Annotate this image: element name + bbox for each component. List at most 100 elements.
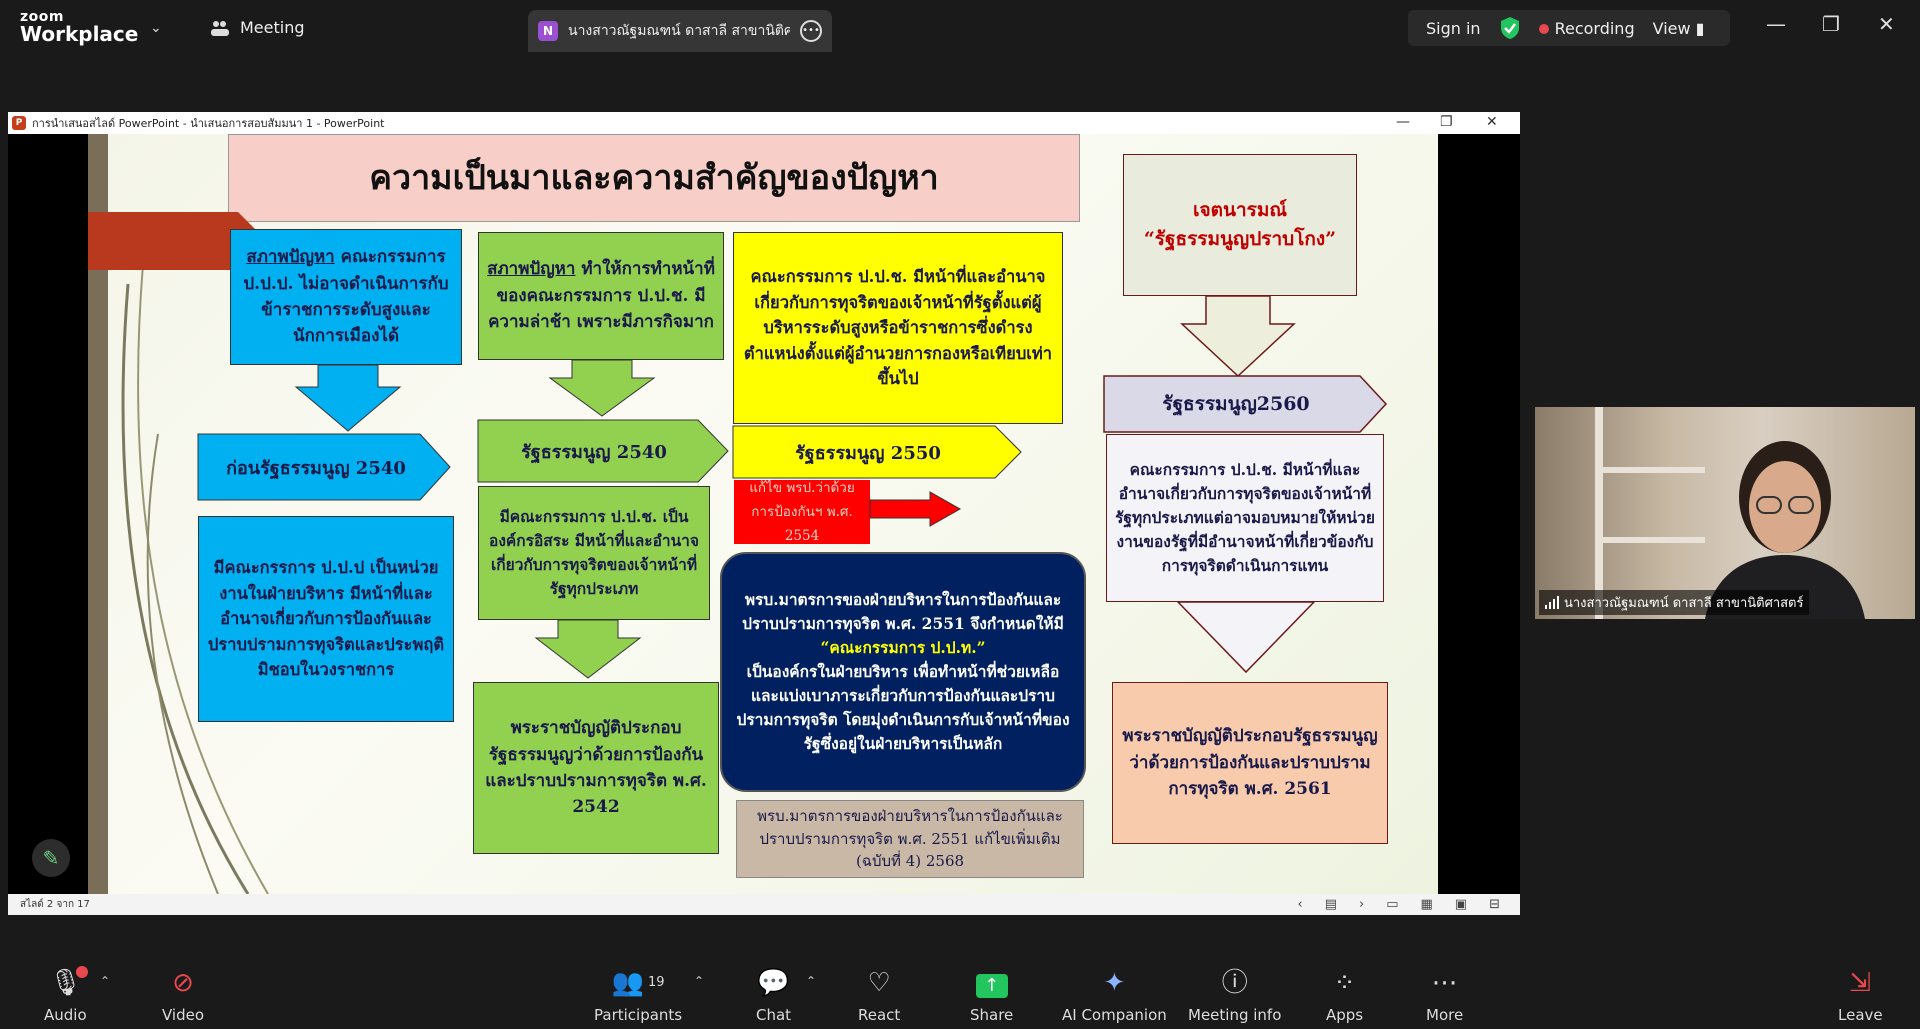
participant-video[interactable]: นางสาวณัฐมณฑน์ ดาสาลี สาขานิติศาสตร์ (1535, 407, 1915, 619)
apps-button[interactable]: ⁘ Apps (1326, 968, 1363, 1024)
video-label: Video (162, 1006, 205, 1024)
pen-icon[interactable]: ✎ (32, 839, 70, 877)
col2-desc: มีคณะกรรมการ ป.ป.ช. เป็นองค์กรอิสระ มีหน… (478, 486, 710, 620)
ppt-restore-icon[interactable]: ❐ (1440, 114, 1453, 130)
col3-bottom: พรบ.มาตรการของฝ่ายบริหารในการป้องกันและป… (736, 800, 1084, 878)
microphone-icon: 🎙 (49, 966, 88, 998)
slide-sorter-icon[interactable]: ▦ (1420, 897, 1433, 912)
col4-desc: คณะกรรมการ ป.ป.ช. มีหน้าที่และอำนาจเกี่ย… (1106, 434, 1384, 602)
participants-options-caret-icon[interactable]: ⌃ (694, 974, 705, 988)
audio-label: Audio (44, 1006, 87, 1024)
col1-down-arrow (294, 364, 402, 432)
minimize-icon[interactable]: — (1766, 12, 1786, 36)
normal-view-icon[interactable]: ▭ (1386, 897, 1399, 912)
leave-icon: ⇲ (1849, 968, 1872, 998)
participants-button[interactable]: 👥19 Participants (594, 968, 682, 1024)
audio-button[interactable]: 🎙 Audio (44, 966, 88, 1024)
col1-label-shape (197, 433, 451, 501)
view-button[interactable]: View ▮ (1653, 19, 1705, 38)
more-button[interactable]: ⋯ More (1426, 968, 1463, 1024)
more-label: More (1426, 1006, 1464, 1024)
share-name: นางสาวณัฐมณฑน์ ดาสาลี สาขานิติศาส (568, 23, 790, 39)
col2-label: รัฐธรรมนูญ 2540 (521, 441, 667, 463)
col4-intent-line-1: เจตนารมณ์ (1193, 198, 1287, 221)
powerpoint-window: P การนำเสนอสไลด์ PowerPoint - นำเสนอการส… (8, 112, 1520, 915)
slideshow-icon[interactable]: ⊟ (1489, 897, 1500, 912)
apps-icon: ⁘ (1333, 968, 1356, 998)
ppt-minimize-icon[interactable]: — (1396, 114, 1410, 130)
apps-label: Apps (1326, 1006, 1364, 1024)
chat-options-caret-icon[interactable]: ⌃ (806, 974, 817, 988)
slide-menu-icon[interactable]: ▤ (1324, 897, 1337, 912)
logo-bottom: Workplace (20, 22, 139, 46)
col3-label: รัฐธรรมนูญ 2550 (795, 442, 941, 464)
prev-slide-icon[interactable]: ‹ (1297, 897, 1303, 912)
col3-top: คณะกรรมการ ป.ป.ช. มีหน้าที่และอำนาจเกี่ย… (733, 232, 1063, 424)
col1-problem-box: สภาพปัญหา คณะกรรมการ ป.ป.ป. ไม่อาจดำเนิน… (230, 229, 462, 365)
chevron-down-icon[interactable]: ⌄ (150, 20, 162, 36)
react-button[interactable]: ♡ React (858, 968, 900, 1024)
shield-check-icon (1500, 17, 1519, 39)
red-arrow-decor (88, 212, 268, 270)
heart-icon: ♡ (867, 968, 891, 998)
share-tab[interactable]: N นางสาวณัฐมณฑน์ ดาสาลี สาขานิติศาส ••• (528, 10, 832, 52)
meeting-label: Meeting (240, 18, 305, 37)
info-icon: ⓘ (1221, 968, 1248, 998)
more-icon: ⋯ (1431, 968, 1458, 998)
leave-button[interactable]: ⇲ Leave (1838, 968, 1883, 1024)
chat-button[interactable]: 💬 Chat (756, 968, 791, 1024)
meeting-info-button[interactable]: ⓘ Meeting info (1188, 968, 1281, 1024)
close-icon[interactable]: ✕ (1878, 12, 1895, 36)
recording-label: Recording (1554, 18, 1635, 38)
audio-options-caret-icon[interactable]: ⌃ (100, 974, 111, 988)
col4-intent: เจตนารมณ์ “รัฐธรรมนูญปราบโกง” (1123, 154, 1357, 296)
col3-label-shape (732, 425, 1022, 479)
col3-navy-text-2: “คณะกรรมการ ป.ป.ท.” (820, 637, 986, 657)
recording-indicator[interactable]: Recording (1538, 18, 1635, 38)
restore-icon[interactable]: ❐ (1822, 12, 1840, 36)
col2-problem-box: สภาพปัญหา ทำให้การทำหน้าที่ของคณะกรรมการ… (478, 232, 724, 360)
top-right-group: Sign in Recording View ▮ (1408, 10, 1730, 46)
ppt-title-bar: P การนำเสนอสไลด์ PowerPoint - นำเสนอการส… (8, 112, 1520, 134)
share-button[interactable]: ↑ Share (970, 968, 1013, 1024)
view-label: View (1652, 18, 1691, 38)
col2-down-arrow-1 (548, 359, 656, 417)
view-layout-icon: ▮ (1695, 18, 1705, 38)
participant-name: นางสาวณัฐมณฑน์ ดาสาลี สาขานิติศาสตร์ (1564, 596, 1804, 611)
slide-decor-curves (121, 263, 269, 894)
ppt-close-icon[interactable]: ✕ (1486, 114, 1498, 130)
slide-decor-strip (88, 134, 108, 894)
col3-navy: พรบ.มาตรการของฝ่ายบริหารในการป้องกันและป… (720, 552, 1086, 792)
more-options-icon[interactable]: ••• (800, 20, 822, 42)
shelf-board (1595, 467, 1705, 473)
col4-law: พระราชบัญญัติประกอบรัฐธรรมนูญว่าด้วยการป… (1112, 682, 1388, 844)
next-slide-icon[interactable]: › (1359, 897, 1365, 912)
react-label: React (858, 1006, 901, 1024)
reading-view-icon[interactable]: ▣ (1454, 897, 1468, 912)
col3-navy-text-3: เป็นองค์กรในฝ่ายบริหาร เพื่อทำหน้าที่ช่ว… (736, 661, 1070, 754)
col2-problem-body: ทำให้การทำหน้าที่ของคณะกรรมการ ป.ป.ช. มี… (488, 259, 715, 333)
meeting-info-label: Meeting info (1188, 1006, 1282, 1024)
col4-down-arrow-2 (1176, 601, 1316, 674)
col3-navy-text-1: พรบ.มาตรการของฝ่ายบริหารในการป้องกันและป… (742, 589, 1064, 633)
video-off-icon: ⊘ (172, 968, 194, 998)
meeting-tab[interactable]: Meeting (210, 18, 305, 37)
sign-in-button[interactable]: Sign in (1426, 18, 1481, 38)
col2-down-arrow-2 (534, 619, 642, 679)
col2-law: พระราชบัญญัติประกอบรัฐธรรมนูญว่าด้วยการป… (473, 682, 719, 854)
video-button[interactable]: ⊘ Video (162, 968, 204, 1024)
leave-label: Leave (1838, 1006, 1883, 1024)
ppt-status-icons: ‹ ▤ › ▭ ▦ ▣ ⊟ (1298, 897, 1501, 912)
ai-companion-button[interactable]: ✦ AI Companion (1062, 968, 1167, 1024)
chat-label: Chat (756, 1006, 792, 1024)
zoom-logo[interactable]: zoom Workplace (20, 10, 138, 44)
col1-problem-text: สภาพปัญหา คณะกรรมการ ป.ป.ป. ไม่อาจดำเนิน… (237, 244, 455, 349)
share-label: Share (970, 1006, 1014, 1024)
slide-counter: สไลด์ 2 จาก 17 (20, 899, 90, 910)
sparkle-icon: ✦ (1103, 968, 1126, 998)
col2-problem-heading: สภาพปัญหา (487, 259, 576, 280)
audio-alert-icon (75, 966, 88, 978)
top-bar: zoom Workplace ⌄ Meeting N นางสาวณัฐมณฑน… (0, 0, 1920, 56)
col2-label-shape (477, 419, 729, 483)
participants-label: Participants (594, 1006, 683, 1024)
